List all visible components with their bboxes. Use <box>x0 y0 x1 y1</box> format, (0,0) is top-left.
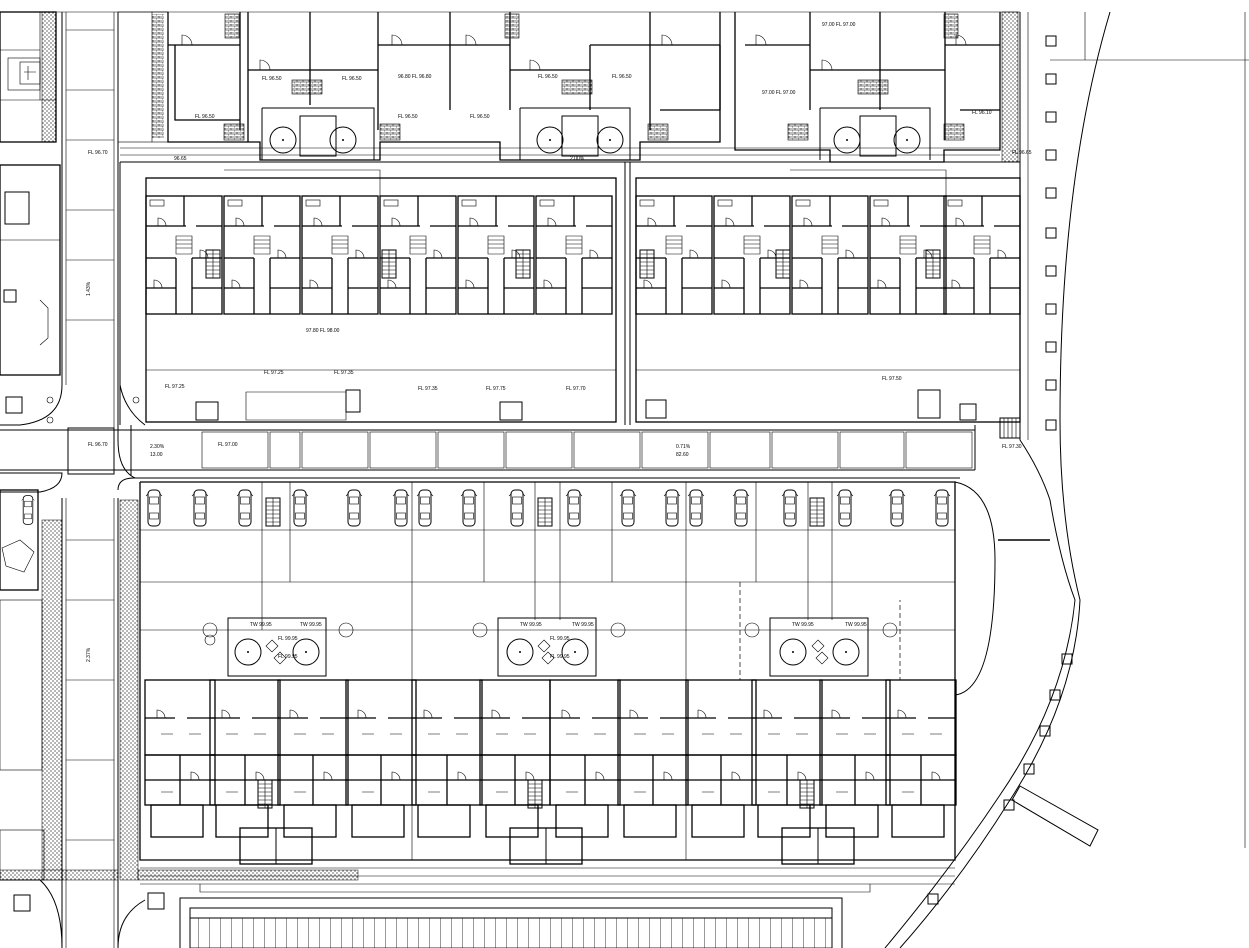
elevation-label: FL 96.50 <box>262 76 282 82</box>
elevation-label: FL 96.50 <box>398 114 418 120</box>
elevation-label: FL 97.00 <box>218 442 238 448</box>
elevation-label: FL 97.25 <box>165 384 185 390</box>
court-label: TW 99.95 <box>572 622 594 628</box>
left-strip-buildings <box>0 11 1019 912</box>
elevation-label: 97.00 FL 97.00 <box>762 90 796 96</box>
grade-length-left: 13.00 <box>150 452 163 458</box>
elevation-label: FL 97.35 <box>334 370 354 376</box>
grade-vertical-upper: 1.43% <box>86 281 92 296</box>
elevation-label: FL 97.70 <box>566 386 586 392</box>
grade-length-center: 82.60 <box>676 452 689 458</box>
elevation-label: FL 96.50 <box>470 114 490 120</box>
mid-road-paving <box>131 417 1021 471</box>
elevation-label: FL 97.35 <box>418 386 438 392</box>
court-label: TW 99.95 <box>845 622 867 628</box>
court-label: FL 99.95 <box>550 636 570 642</box>
top-building-block <box>120 12 1001 163</box>
court-label: FL 99.95 <box>278 636 298 642</box>
court-label: FL 99.95 <box>550 654 570 660</box>
court-label: TW 99.95 <box>792 622 814 628</box>
court-label: TW 99.95 <box>250 622 272 628</box>
elevation-label: FL 96.50 <box>538 74 558 80</box>
elevation-label: FL 97.75 <box>486 386 506 392</box>
elevation-labels: FL 96.50 FL 96.50 FL 96.50 96.80 FL 96.8… <box>88 22 1032 450</box>
elevation-label: FL 96.50 <box>342 76 362 82</box>
grade-slope-left: 2.30% <box>150 444 165 450</box>
elevation-label: FL 96.10 <box>972 110 992 116</box>
court-labels: TW 99.95 TW 99.95 FL 99.95 FL 99.95 TW 9… <box>250 622 867 660</box>
elevation-label: FL 96.50 <box>195 114 215 120</box>
elevation-label: FL 97.50 <box>882 376 902 382</box>
court-label: FL 99.95 <box>278 654 298 660</box>
elevation-label: 96.65 <box>174 156 187 162</box>
elevation-label: 2.00% <box>570 156 585 162</box>
elevation-label: FL 96.65 <box>1012 150 1032 156</box>
bottom-parking-lot <box>179 897 843 948</box>
grade-vertical-lower: 2.37% <box>86 647 92 662</box>
elevation-label: FL 96.70 <box>88 150 108 156</box>
grade-labels: 2.30% 13.00 0.71% 82.60 1.43% 2.37% <box>86 281 691 662</box>
elevation-label: FL 96.70 <box>88 442 108 448</box>
elevation-label: 96.80 FL 96.80 <box>398 74 432 80</box>
elevation-label: 97.00 FL 97.00 <box>822 22 856 28</box>
elevation-label: FL 96.50 <box>612 74 632 80</box>
middle-building-block <box>46 161 1021 426</box>
lower-building-block <box>139 481 957 893</box>
court-label: TW 99.95 <box>520 622 542 628</box>
grade-slope-center: 0.71% <box>676 444 691 450</box>
court-label: TW 99.95 <box>300 622 322 628</box>
elevation-label: 97.80 FL 98.00 <box>306 328 340 334</box>
elevation-label: FL 97.30 <box>1002 444 1022 450</box>
elevation-label: FL 97.25 <box>264 370 284 376</box>
